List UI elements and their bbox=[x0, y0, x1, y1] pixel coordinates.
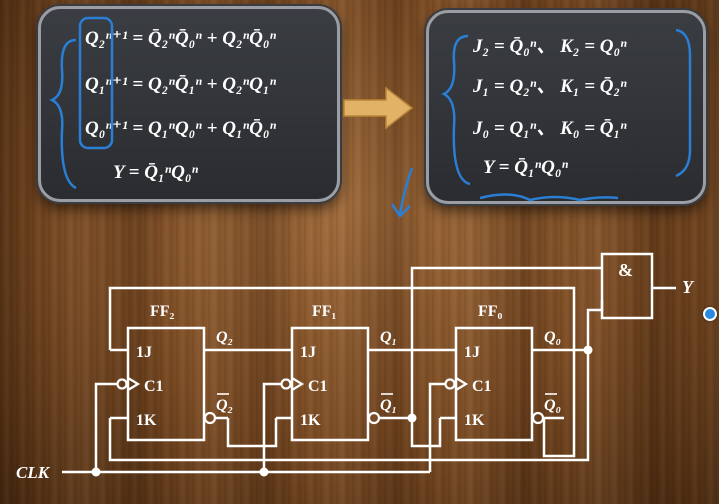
ff1-name: FF₁ bbox=[312, 303, 337, 320]
equation-jk2: J₂ = Q̄₀ⁿ、 K₂ = Q₀ⁿ bbox=[473, 36, 627, 57]
ff0-c: C1 bbox=[472, 378, 492, 395]
ff1-j: 1J bbox=[300, 344, 316, 361]
clock-symbols bbox=[116, 377, 545, 425]
and-gate bbox=[600, 252, 654, 320]
equation-q1-next: Q₁ⁿ⁺¹ = Q₂ⁿQ̄₁ⁿ + Q₂ⁿQ₁ⁿ bbox=[85, 74, 277, 95]
ff2-q-label: Q₂ bbox=[216, 329, 233, 346]
cursor-dot bbox=[703, 307, 717, 321]
ff2-name: FF₂ bbox=[150, 303, 175, 320]
equation-jk1: J₁ = Q₂ⁿ、 K₁ = Q̄₂ⁿ bbox=[473, 76, 627, 97]
drive-equations-panel: J₂ = Q̄₀ⁿ、 K₂ = Q₀ⁿ J₁ = Q₂ⁿ、 K₁ = Q̄₂ⁿ … bbox=[426, 10, 706, 204]
junction-dots bbox=[91, 345, 593, 477]
ff2-qbar-label: Q₂ bbox=[216, 397, 233, 414]
and-gate-label: & bbox=[618, 260, 633, 280]
ff2-box bbox=[126, 326, 206, 442]
state-equations-panel: Q₂ⁿ⁺¹ = Q̄₂ⁿQ̄₀ⁿ + Q₂ⁿQ̄₀ⁿ Q₁ⁿ⁺¹ = Q₂ⁿQ̄… bbox=[38, 6, 340, 202]
ff2-c: C1 bbox=[144, 378, 164, 395]
ff0-name: FF₀ bbox=[478, 303, 503, 320]
ff0-box bbox=[454, 326, 534, 442]
equation-jk0: J₀ = Q₁ⁿ、 K₀ = Q̄₁ⁿ bbox=[473, 118, 627, 139]
annotation-marks bbox=[49, 16, 692, 218]
equation-q2-next: Q₂ⁿ⁺¹ = Q̄₂ⁿQ̄₀ⁿ + Q₂ⁿQ̄₀ⁿ bbox=[85, 28, 277, 49]
ff1-q-label: Q₁ bbox=[380, 329, 397, 346]
ff1-qbar-label: Q₁ bbox=[380, 397, 397, 414]
ff0-q-label: Q₀ bbox=[544, 329, 561, 346]
equation-y-left: Y = Q̄₁ⁿQ₀ⁿ bbox=[113, 162, 199, 183]
circuit-wires bbox=[62, 266, 676, 474]
ff0-qbar-label: Q₀ bbox=[544, 397, 561, 414]
transform-arrow bbox=[343, 86, 414, 130]
ff2-k: 1K bbox=[136, 412, 157, 429]
ff0-k: 1K bbox=[464, 412, 485, 429]
equation-q0-next: Q₀ⁿ⁺¹ = Q₁ⁿQ₀ⁿ + Q₁ⁿQ̄₀ⁿ bbox=[85, 118, 277, 139]
clk-label: CLK bbox=[16, 463, 51, 482]
ff1-box bbox=[290, 326, 370, 442]
ff2-j: 1J bbox=[136, 344, 152, 361]
ff1-k: 1K bbox=[300, 412, 321, 429]
ff1-c: C1 bbox=[308, 378, 328, 395]
output-y-label: Y bbox=[682, 277, 695, 297]
ff0-j: 1J bbox=[464, 344, 480, 361]
equation-y-right: Y = Q̄₁ⁿQ₀ⁿ bbox=[483, 157, 569, 178]
